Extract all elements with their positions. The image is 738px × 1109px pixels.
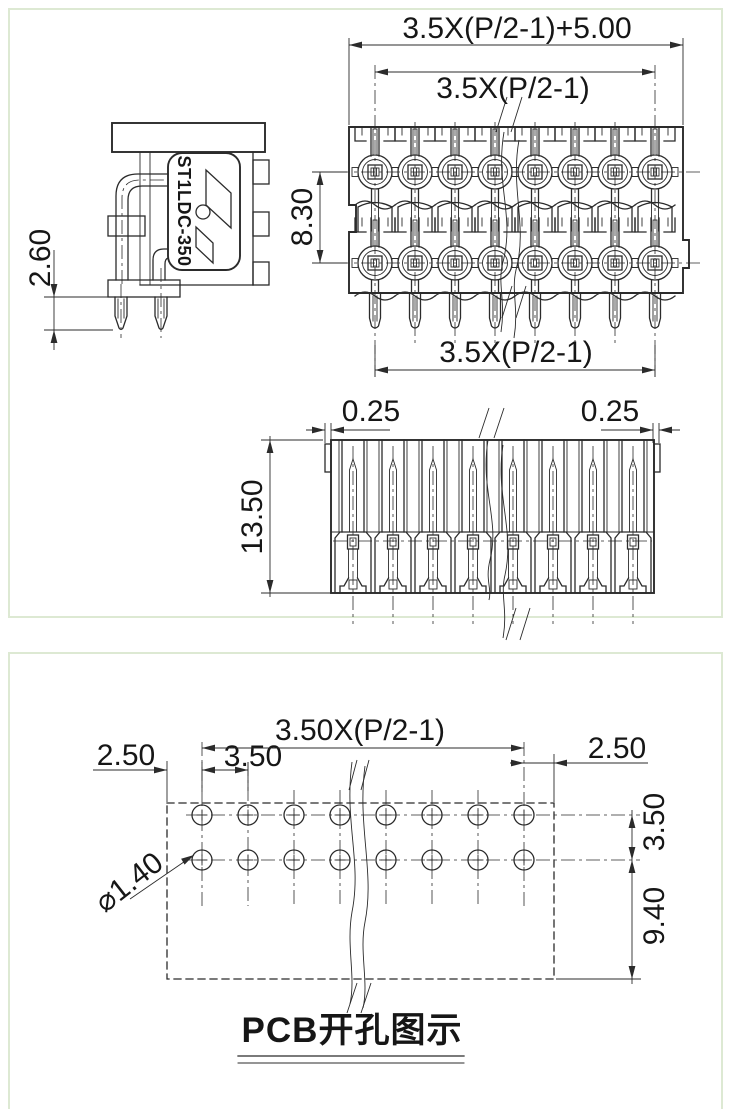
dim-pin-height: 2.60 (24, 229, 57, 287)
part-number-label: ST1LDC-350 (174, 155, 194, 266)
side-view: ST1LDC-350 2.60 (24, 122, 270, 338)
dimension-arrowhead (154, 766, 167, 774)
pcb-outline (166, 802, 555, 980)
top-panel-border (8, 8, 723, 618)
dimension-lines (44, 38, 684, 984)
marking-plate (167, 152, 241, 271)
dim-hole-diameter: ⌀1.40 (89, 846, 170, 919)
dimension-arrowhead (628, 860, 636, 873)
dimension-arrowhead (628, 815, 636, 828)
bottom-panel-border (8, 652, 723, 1109)
pcb-title: PCB开孔图示 (242, 1011, 463, 1050)
dimension-arrowhead (202, 744, 215, 752)
dimension-arrowhead (202, 766, 215, 774)
dimension-arrowhead (316, 250, 324, 263)
side-view-top-block (111, 122, 266, 153)
dimension-arrowhead (331, 426, 344, 434)
dimension-arrowhead (640, 426, 653, 434)
dimension-arrowhead (511, 744, 524, 752)
dimension-arrowhead (266, 580, 274, 593)
front-view: 0.25 0.25 13.50 (236, 395, 661, 641)
dimension-arrowhead (235, 766, 248, 774)
front-view-body (330, 439, 655, 594)
dimension-arrowhead (642, 366, 655, 374)
terminal-grid (351, 65, 679, 377)
dim-edge-offset-left: 0.25 (342, 395, 400, 428)
dimension-arrowhead (375, 68, 388, 76)
dim-body-height: 13.50 (236, 479, 269, 554)
dimension-arrows (50, 41, 683, 979)
dimension-arrowhead (642, 68, 655, 76)
dimension-arrowhead (312, 426, 325, 434)
dimension-arrowhead (316, 172, 324, 185)
dimension-arrowhead (554, 759, 567, 767)
dim-hole-span: 3.50X(P/2-1) (275, 714, 445, 747)
dim-right-margin: 2.50 (588, 732, 646, 765)
dimension-arrowhead (50, 330, 58, 343)
dim-pin-span-bottom: 3.5X(P/2-1) (439, 336, 592, 369)
dimension-arrowhead (266, 440, 274, 453)
front-slot-row (334, 439, 652, 624)
dimension-arrowhead (50, 284, 58, 297)
top-view: 3.5X(P/2-1)+5.00 3.5X(P/2-1) 8.30 3.5X(P… (286, 12, 700, 377)
dim-edge-offset-right: 0.25 (581, 395, 639, 428)
front-view-break-lines (478, 407, 531, 641)
dim-pin-span-top: 3.5X(P/2-1) (436, 72, 589, 105)
dimension-arrowhead (628, 966, 636, 979)
dim-overall-width: 3.5X(P/2-1)+5.00 (402, 12, 631, 45)
dimension-arrowhead (181, 855, 194, 865)
brand-logo-icon (195, 168, 232, 265)
dimension-arrowhead (628, 847, 636, 860)
pcb-view: 3.50X(P/2-1) 2.50 3.50 2.50 3.50 9.40 ⌀1… (89, 714, 671, 1064)
top-view-break-lines (495, 96, 527, 339)
dimension-arrowhead (659, 426, 672, 434)
dim-hole-row-spacing: 3.50 (638, 793, 671, 851)
dim-left-margin: 2.50 (97, 739, 155, 772)
dim-hole-pitch: 3.50 (224, 740, 282, 773)
dimension-arrowhead (375, 366, 388, 374)
dim-row-spacing: 8.30 (286, 188, 319, 246)
dimension-arrowhead (349, 41, 362, 49)
dimension-arrowhead (670, 41, 683, 49)
pcb-hole-grid (191, 742, 535, 906)
dim-board-depth: 9.40 (638, 887, 671, 945)
pcb-break-lines (346, 759, 372, 1014)
dimension-arrowhead (511, 759, 524, 767)
